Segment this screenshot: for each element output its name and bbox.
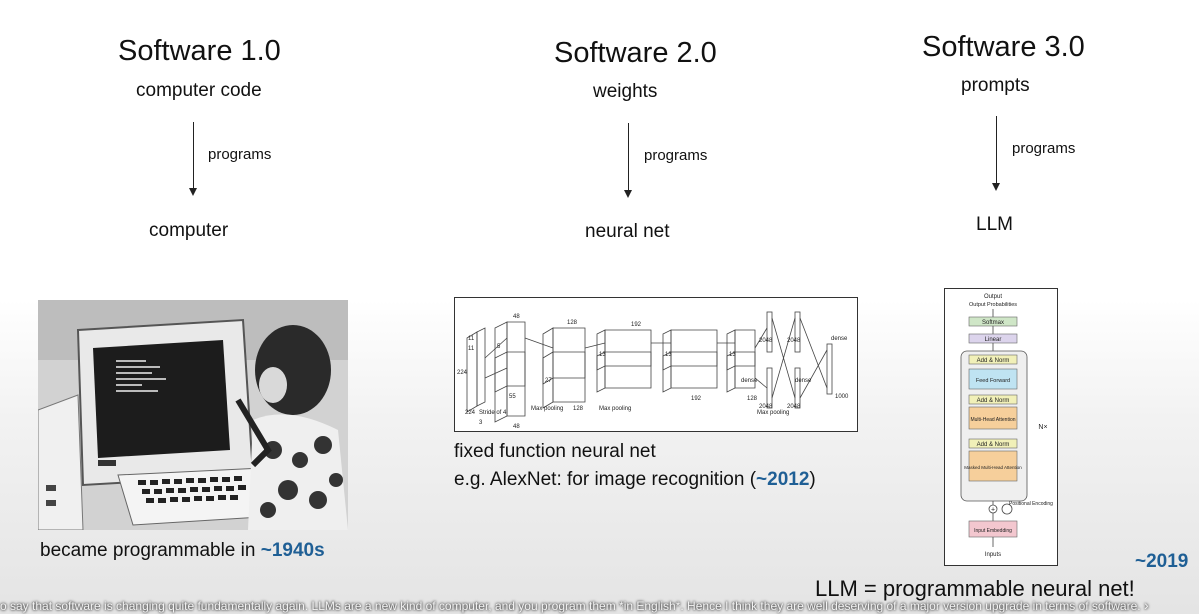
software-2-arrow-head xyxy=(624,190,632,198)
alexnet-label-13b: 13 xyxy=(665,352,672,358)
software-1-arrow-head xyxy=(189,188,197,196)
alexnet-label-55: 55 xyxy=(509,394,516,400)
alexnet-label-maxpool-3: Max pooling xyxy=(757,410,789,416)
transformer-linear: Linear xyxy=(985,337,1002,343)
transformer-output-probabilities: Output Probabilities xyxy=(969,302,1017,308)
transformer-output-probabilities-line: Output xyxy=(984,294,1002,300)
software-2-caption-line-2: e.g. AlexNet: for image recognition (~20… xyxy=(454,469,816,491)
software-3-target: LLM xyxy=(976,214,1013,235)
alexnet-label-224b: 224 xyxy=(465,410,476,416)
alexnet-label-2048b: 2048 xyxy=(787,338,801,344)
software-3-title: Software 3.0 xyxy=(922,31,1085,63)
software-2-target: neural net xyxy=(585,221,670,242)
alexnet-label-stride: Stride of 4 xyxy=(479,410,507,416)
alexnet-label-128a: 128 xyxy=(567,320,578,326)
software-3-source: prompts xyxy=(961,75,1030,96)
software-1-source: computer code xyxy=(136,80,262,101)
transformer-add-norm-2: Add & Norm xyxy=(977,398,1010,404)
software-1-caption: became programmable in ~1940s xyxy=(40,540,325,562)
alexnet-label-48a: 48 xyxy=(513,314,520,320)
alexnet-label-5: 5 xyxy=(497,344,501,350)
software-2-title: Software 2.0 xyxy=(554,37,717,69)
transformer-feed-forward: Feed Forward xyxy=(976,378,1010,384)
alexnet-label-128b: 128 xyxy=(573,406,584,412)
software-2-arrow-line xyxy=(628,123,629,190)
software-1-target: computer xyxy=(149,220,229,241)
transformer-input-embedding: Input Embedding xyxy=(974,528,1012,534)
alexnet-label-dense-1: dense xyxy=(831,336,848,342)
alexnet-label-48b: 48 xyxy=(513,424,520,430)
alexnet-label-192b: 192 xyxy=(691,396,702,402)
alexnet-label-maxpool-2: Max pooling xyxy=(599,406,631,412)
alexnet-label-2048d: 2048 xyxy=(787,404,801,410)
transformer-softmax: Softmax xyxy=(982,320,1004,326)
alexnet-label-27: 27 xyxy=(545,378,552,384)
transformer-masked-mha: Masked Multi-Head Attention xyxy=(964,465,1022,470)
software-2-caption-text: e.g. AlexNet: for image recognition ( xyxy=(454,469,757,490)
alexnet-label-13a: 13 xyxy=(599,352,606,358)
software-3-arrow-line xyxy=(996,116,997,183)
alexnet-label-dense-3: dense xyxy=(795,378,812,384)
transformer-nx: N× xyxy=(1038,424,1047,431)
transformer-inputs: Inputs xyxy=(985,552,1001,558)
alexnet-label-11b: 11 xyxy=(468,346,475,352)
transformer-multi-head-attention: Multi-Head Attention xyxy=(970,417,1015,423)
software-2-edge-label: programs xyxy=(644,147,708,164)
software-1-title: Software 1.0 xyxy=(118,35,281,67)
software-1-year: ~1940s xyxy=(260,540,325,561)
software-3-year: ~2019 xyxy=(1135,551,1189,572)
video-subtitle: o say that software is changing quite fu… xyxy=(0,596,1199,614)
alexnet-label-maxpool-1: Max pooling xyxy=(531,406,563,412)
software-2-caption-line-1: fixed function neural net xyxy=(454,441,656,462)
alexnet-diagram: 224 224 11 11 Stride of 4 3 55 48 48 5 2… xyxy=(454,297,858,432)
software-3-edge-label: programs xyxy=(1012,140,1076,157)
alexnet-label-224a: 224 xyxy=(457,370,468,376)
computer-terminal-photo xyxy=(38,300,348,530)
transformer-sum-icon: + xyxy=(991,507,995,514)
alexnet-label-192a: 192 xyxy=(631,322,642,328)
chevron-right-icon[interactable]: › xyxy=(1143,597,1149,613)
software-2-source: weights xyxy=(593,81,658,102)
alexnet-label-11a: 11 xyxy=(468,336,475,342)
alexnet-label-dense-2: dense xyxy=(741,378,758,384)
alexnet-label-1000: 1000 xyxy=(835,394,849,400)
video-subtitle-text: o say that software is changing quite fu… xyxy=(0,599,1141,613)
alexnet-label-128c: 128 xyxy=(747,396,758,402)
software-1-caption-text: became programmable in xyxy=(40,540,261,561)
software-2-caption-suffix: ) xyxy=(809,469,816,490)
transformer-add-norm-1: Add & Norm xyxy=(977,358,1010,364)
software-2-year: ~2012 xyxy=(756,469,810,490)
transformer-diagram: Output Output Probabilities Softmax Line… xyxy=(944,288,1058,566)
transformer-add-norm-3: Add & Norm xyxy=(977,442,1010,448)
transformer-positional-encoding: Positional Encoding xyxy=(1009,501,1053,507)
alexnet-label-13c: 13 xyxy=(729,352,736,358)
software-1-edge-label: programs xyxy=(208,146,272,163)
alexnet-label-2048a: 2048 xyxy=(759,338,773,344)
software-3-arrow-head xyxy=(992,183,1000,191)
software-1-arrow-line xyxy=(193,122,194,188)
alexnet-label-3: 3 xyxy=(479,420,483,426)
conclusion-text: LLM = programmable neural net! xyxy=(815,576,1135,601)
alexnet-label-2048c: 2048 xyxy=(759,404,773,410)
